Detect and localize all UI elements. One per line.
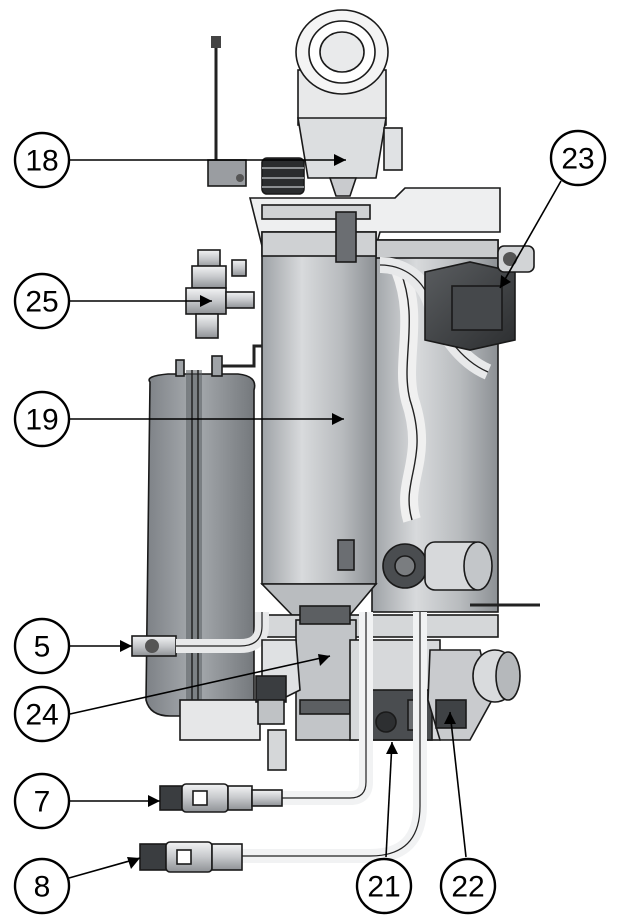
- callout-label-8: 8: [34, 871, 51, 904]
- arrowhead-19: [332, 413, 344, 425]
- callout-label-7: 7: [34, 786, 51, 819]
- leader-22: [449, 711, 467, 858]
- arrowhead-8: [127, 857, 140, 869]
- callout-23: 23: [549, 129, 607, 187]
- leader-8: [68, 857, 141, 879]
- leader-21: [385, 741, 393, 858]
- arrowhead-18: [334, 154, 346, 166]
- ch-connection: [131, 612, 269, 657]
- safety-valve: [185, 249, 255, 339]
- three-way-valve: [382, 541, 540, 607]
- arrowhead-5: [120, 640, 132, 652]
- flue-outlet: [295, 9, 403, 197]
- callout-label-5: 5: [34, 631, 51, 664]
- air-intake-bellows: [261, 157, 305, 195]
- callout-21: 21: [355, 857, 413, 915]
- callout-18: 18: [13, 131, 71, 189]
- callout-7: 7: [13, 772, 71, 830]
- pump: [424, 245, 535, 351]
- diverter-block: [427, 649, 521, 741]
- leader-lines: [68, 159, 562, 879]
- cold-water-inlet: [159, 783, 283, 813]
- arrowhead-23: [500, 275, 511, 288]
- callout-label-22: 22: [451, 871, 484, 904]
- callout-label-25: 25: [25, 286, 58, 319]
- callout-label-21: 21: [367, 871, 400, 904]
- callout-19: 19: [13, 390, 71, 448]
- main-heat-cell: [260, 211, 378, 616]
- callout-8: 8: [13, 857, 71, 915]
- callout-24: 24: [13, 685, 71, 743]
- gas-inlet: [139, 841, 243, 873]
- arrowheads: [120, 154, 511, 869]
- sensor-probe: [207, 36, 247, 187]
- arrowhead-24: [318, 654, 330, 666]
- callout-label-24: 24: [25, 699, 58, 732]
- condensate-trap: [255, 639, 301, 771]
- leader-24: [69, 655, 331, 715]
- leader-23: [499, 180, 562, 289]
- bottom-pipes: [242, 612, 427, 863]
- arrowhead-22: [444, 712, 456, 724]
- arrowhead-21: [386, 742, 398, 754]
- callout-5: 5: [13, 617, 71, 675]
- callout-label-23: 23: [561, 143, 594, 176]
- callout-label-18: 18: [25, 145, 58, 178]
- callout-25: 25: [13, 272, 71, 330]
- arrowhead-25: [200, 295, 212, 307]
- callout-22: 22: [439, 857, 497, 915]
- callout-label-19: 19: [25, 404, 58, 437]
- arrowhead-7: [148, 795, 160, 807]
- expansion-vessel: [145, 344, 262, 718]
